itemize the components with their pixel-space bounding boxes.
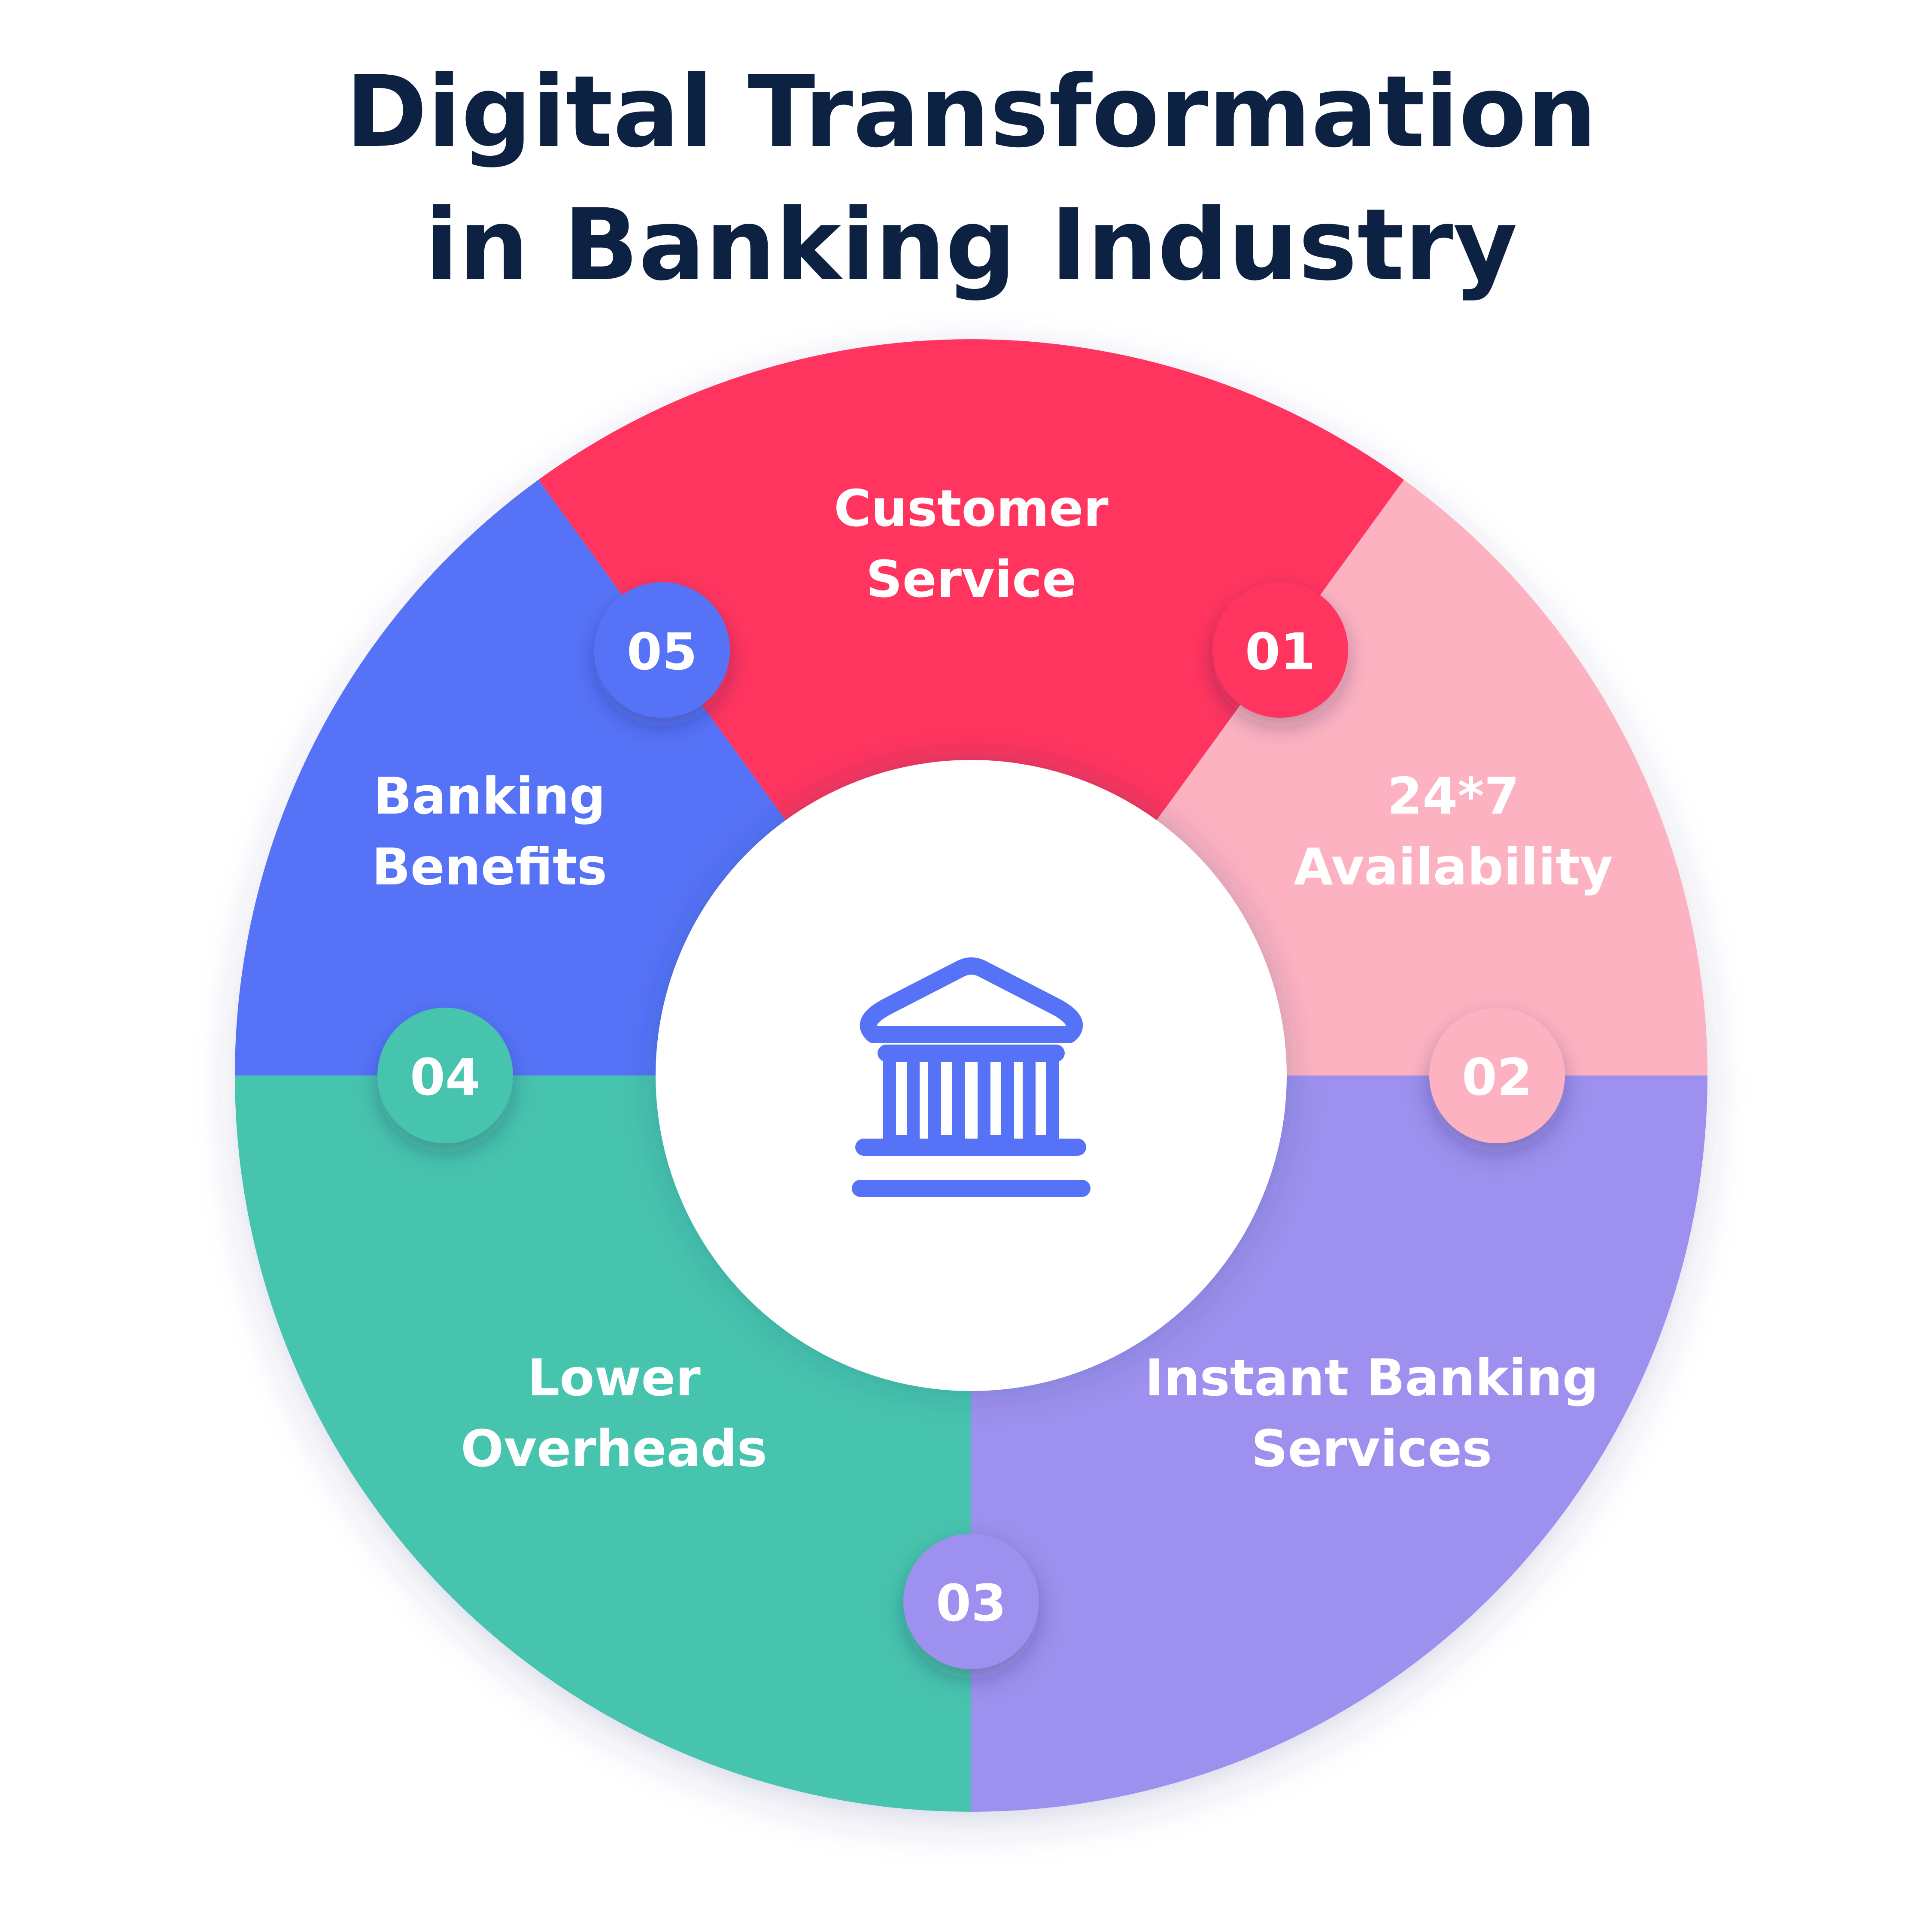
segment-label-line2: Overheads [461,1419,767,1478]
number-badge-03: 03 [903,1534,1039,1669]
title-line-1: Digital Transformation [345,55,1597,170]
segment-label-line2: Service [866,550,1077,609]
segment-label-line2: Availability [1294,837,1613,896]
title-line-2: in Banking Industry [425,188,1517,303]
center-hub [656,760,1287,1391]
number-badge-label: 02 [1462,1048,1532,1107]
number-badge-label: 04 [410,1048,480,1107]
number-badge-05: 05 [594,582,730,718]
number-badge-04: 04 [377,1008,513,1143]
segment-label-line1: Lower [527,1348,701,1407]
number-badge-label: 03 [936,1574,1006,1633]
segment-label-line1: Instant Banking [1145,1348,1599,1407]
number-badge-label: 01 [1245,622,1315,681]
segment-badges: 01 02 03 04 05 [377,582,1565,1669]
segment-label-line1: Customer [834,479,1109,538]
number-badge-circle [903,1534,1039,1669]
number-badge-01: 01 [1212,582,1349,718]
bank-building-icon [852,957,1091,1197]
segment-customer-service [538,339,1404,1076]
number-badge-label: 05 [627,622,697,681]
segment-label-line2: Services [1252,1419,1492,1478]
segment-label-line1: Banking [374,766,606,826]
segment-label-line1: 24*7 [1387,766,1519,826]
segment-label-line2: Benefits [372,837,607,896]
number-badge-circle [1429,1008,1565,1143]
number-badge-02: 02 [1429,1008,1565,1143]
number-badge-circle [377,1008,513,1143]
number-badge-circle [594,582,730,718]
number-badge-circle [1212,582,1349,718]
